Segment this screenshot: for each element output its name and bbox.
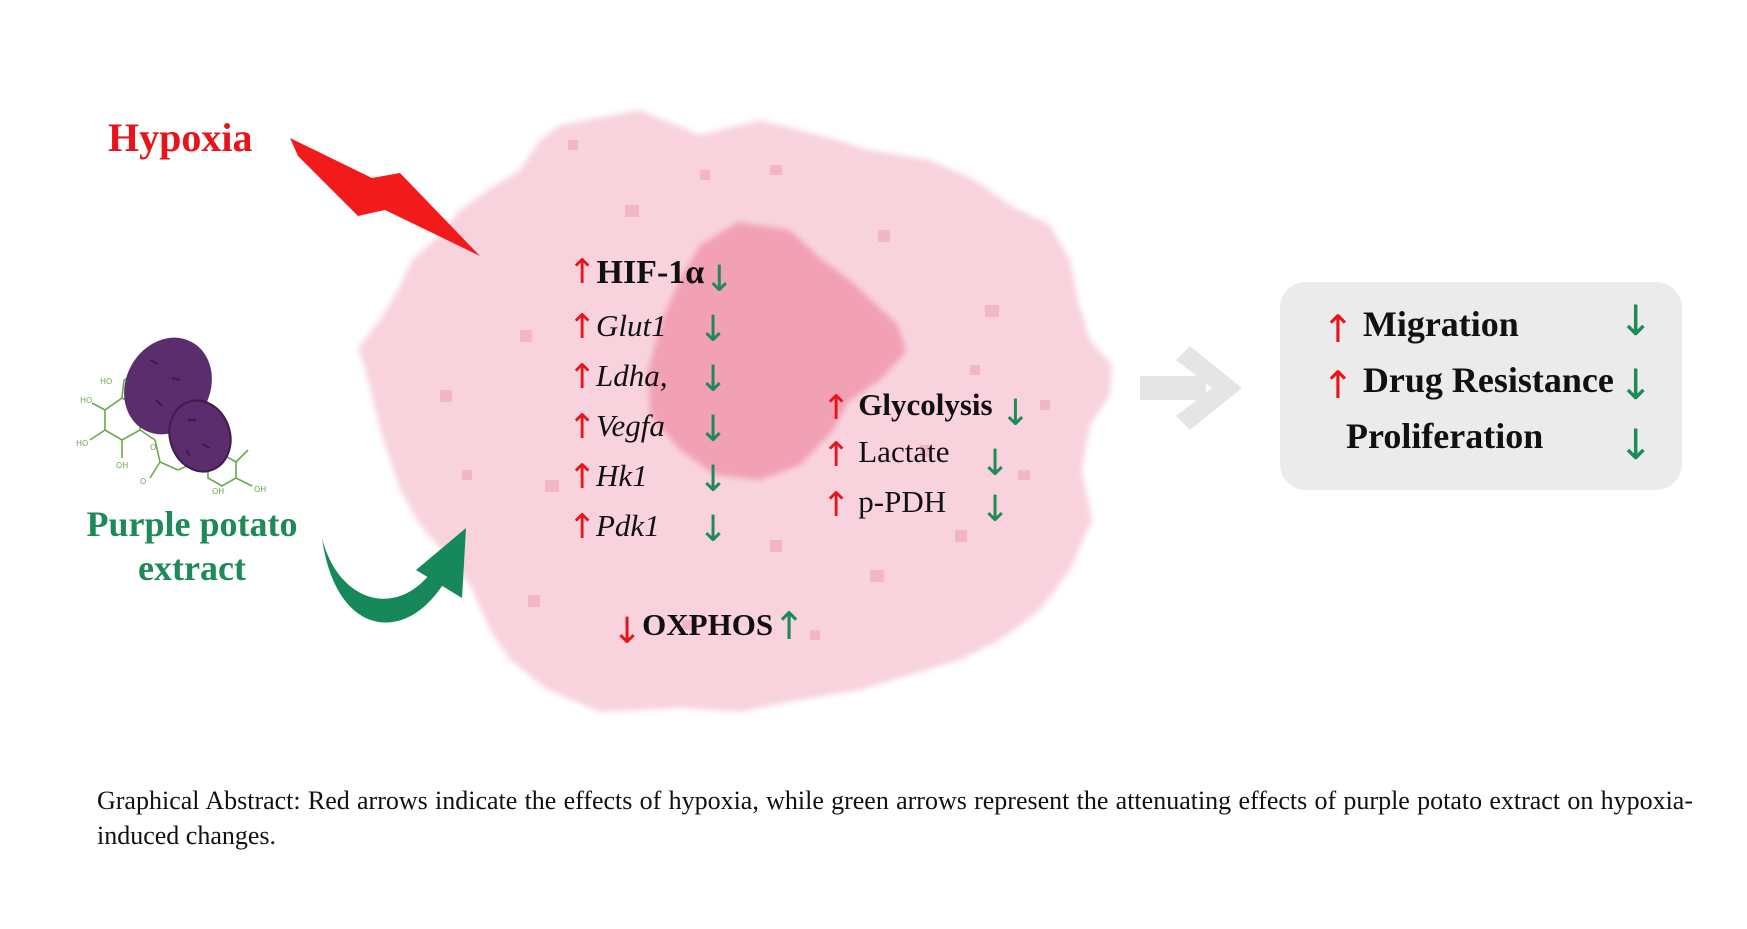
extract-down-arrow-icon: ↓	[980, 443, 1011, 484]
outcome-migration: ↑ Migration	[1322, 304, 1519, 348]
metabolism-lactate: ↑ Lactate ↓	[822, 434, 1022, 482]
figure-caption: Graphical Abstract: Red arrows indicate …	[97, 786, 1693, 850]
outcome-label: Drug Resistance	[1362, 360, 1614, 400]
cell-nucleus	[648, 222, 906, 480]
hypoxia-up-arrow-icon: ↑	[822, 485, 851, 525]
extract-down-arrow-icon: ↓	[1000, 393, 1031, 434]
metabolism-glycolysis: ↑ Glycolysis ↓	[822, 386, 1031, 432]
molecule-label: OH	[254, 485, 266, 494]
hypoxia-up-arrow-icon: ↑	[568, 307, 597, 347]
gene-label: HIF-1α	[596, 254, 705, 291]
extract-down-arrow-icon: ↓	[704, 259, 735, 300]
molecule-label: O	[140, 477, 146, 486]
gene-row: ↑ Glut1 ↓	[568, 307, 728, 348]
hypoxia-up-arrow-icon: ↑	[1322, 363, 1354, 407]
hypoxia-up-arrow-icon: ↑	[568, 457, 597, 497]
molecule-label: O	[150, 443, 156, 452]
hypoxia-up-arrow-icon: ↑	[568, 507, 597, 547]
hypoxia-up-arrow-icon: ↑	[568, 252, 597, 292]
result-arrow-icon	[1140, 346, 1242, 430]
outcome-label: Proliferation	[1346, 416, 1544, 456]
gene-row: ↑ Ldha, ↓	[568, 357, 728, 398]
hypoxia-label: Hypoxia	[108, 115, 253, 160]
extract-label: Purple potato extract	[86, 504, 298, 588]
hypoxia-up-arrow-icon: ↑	[568, 407, 597, 447]
hypoxia-up-arrow-icon: ↑	[568, 357, 597, 397]
gene-hif1a: ↑HIF-1α↓	[568, 252, 734, 298]
gene-label: Ldha,	[596, 358, 668, 393]
hypoxia-up-arrow-icon: ↑	[1322, 307, 1354, 351]
outcome-proliferation: Proliferation	[1346, 418, 1543, 454]
oxphos-label: OXPHOS	[642, 607, 774, 642]
extract-down-arrow-icon: ↓	[1618, 296, 1654, 345]
hypoxia-lightning-icon	[290, 138, 480, 256]
hypoxia-down-arrow-icon: ↓	[612, 611, 643, 652]
molecule-label: OH	[116, 461, 128, 470]
oxphos: ↓OXPHOS↑	[612, 603, 805, 650]
gene-label: Hk1	[596, 458, 648, 493]
extract-up-arrow-icon: ↑	[773, 604, 805, 648]
extract-down-arrow-icon: ↓	[698, 309, 729, 350]
extract-down-arrow-icon: ↓	[698, 359, 729, 400]
outcome-label: Migration	[1362, 304, 1519, 344]
molecule-label: HO	[100, 377, 112, 386]
gene-label: Vegfa	[596, 408, 665, 443]
extract-curved-arrow-icon	[322, 528, 466, 623]
outcome-box	[1280, 282, 1682, 490]
gene-row: ↑ Pdk1 ↓	[568, 507, 728, 548]
hypoxia-up-arrow-icon: ↑	[822, 388, 851, 428]
molecule-label: OH	[212, 487, 224, 496]
purple-potato-icon	[124, 337, 232, 473]
molecule-label: HO	[80, 396, 92, 405]
gene-row: ↑ Vegfa ↓	[568, 407, 728, 448]
extract-down-arrow-icon: ↓	[1618, 420, 1654, 469]
gene-label: Pdk1	[596, 508, 660, 543]
molecule-label: HO	[76, 439, 88, 448]
metabolism-label: Glycolysis	[858, 387, 993, 422]
gene-row: ↑ Hk1 ↓	[568, 457, 728, 498]
extract-down-arrow-icon: ↓	[698, 459, 729, 500]
outcome-drug-resistance: ↑ Drug Resistance	[1322, 360, 1614, 404]
extract-down-arrow-icon: ↓	[1618, 360, 1654, 409]
extract-down-arrow-icon: ↓	[698, 409, 729, 450]
extract-down-arrow-icon: ↓	[980, 489, 1011, 530]
gene-label: Glut1	[596, 308, 667, 343]
extract-down-arrow-icon: ↓	[698, 509, 729, 550]
metabolism-ppdh: ↑ p-PDH ↓	[822, 484, 1022, 528]
metabolism-label: Lactate	[858, 434, 950, 469]
metabolism-label: p-PDH	[858, 484, 947, 519]
hypoxia-up-arrow-icon: ↑	[822, 435, 851, 475]
cell-speckles	[440, 140, 1050, 640]
